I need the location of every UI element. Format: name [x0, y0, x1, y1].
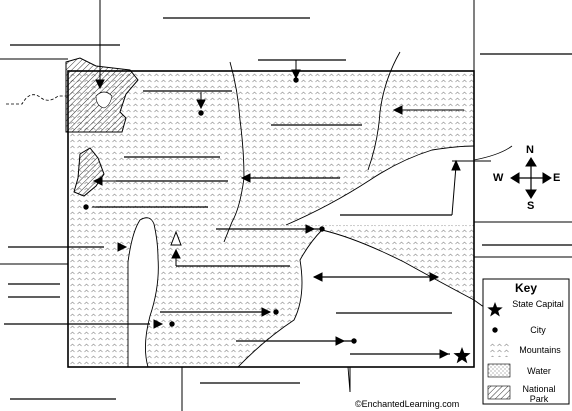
credit-text: ©EnchantedLearning.com	[355, 399, 460, 409]
yellowstone-lake	[95, 91, 113, 109]
legend-title: Key	[514, 281, 537, 295]
answer-blanks	[4, 17, 572, 400]
legend-label-capital: State Capital	[512, 299, 564, 309]
legend-label-city: City	[530, 325, 546, 335]
legend-label-park: National Park	[522, 384, 556, 404]
water-region-west	[128, 217, 159, 367]
compass-rose	[510, 157, 552, 199]
state-capital-star	[453, 347, 471, 364]
water-region-northeast	[286, 146, 474, 225]
water-region-central	[238, 230, 474, 367]
compass-south: S	[527, 200, 535, 212]
compass-east: E	[553, 172, 561, 184]
legend-mountain-swatch	[488, 343, 510, 357]
national-monument-devils-tower	[170, 230, 182, 246]
legend-star-icon	[487, 302, 503, 317]
legend-park-swatch	[487, 385, 511, 400]
compass-west: W	[493, 172, 504, 184]
compass-north: N	[526, 144, 534, 156]
legend-label-mountains: Mountains	[519, 345, 561, 355]
legend-water-swatch	[487, 363, 511, 378]
pointer-arrows	[92, 46, 491, 359]
legend-box	[482, 278, 570, 405]
legend-label-water: Water	[527, 366, 551, 376]
state-border	[67, 70, 475, 368]
neighbor-river	[6, 94, 68, 105]
rainbow-river-east	[473, 145, 513, 161]
national-park-grand-teton	[73, 147, 105, 197]
city-markers	[83, 77, 357, 344]
legend-city-icon	[492, 327, 498, 333]
